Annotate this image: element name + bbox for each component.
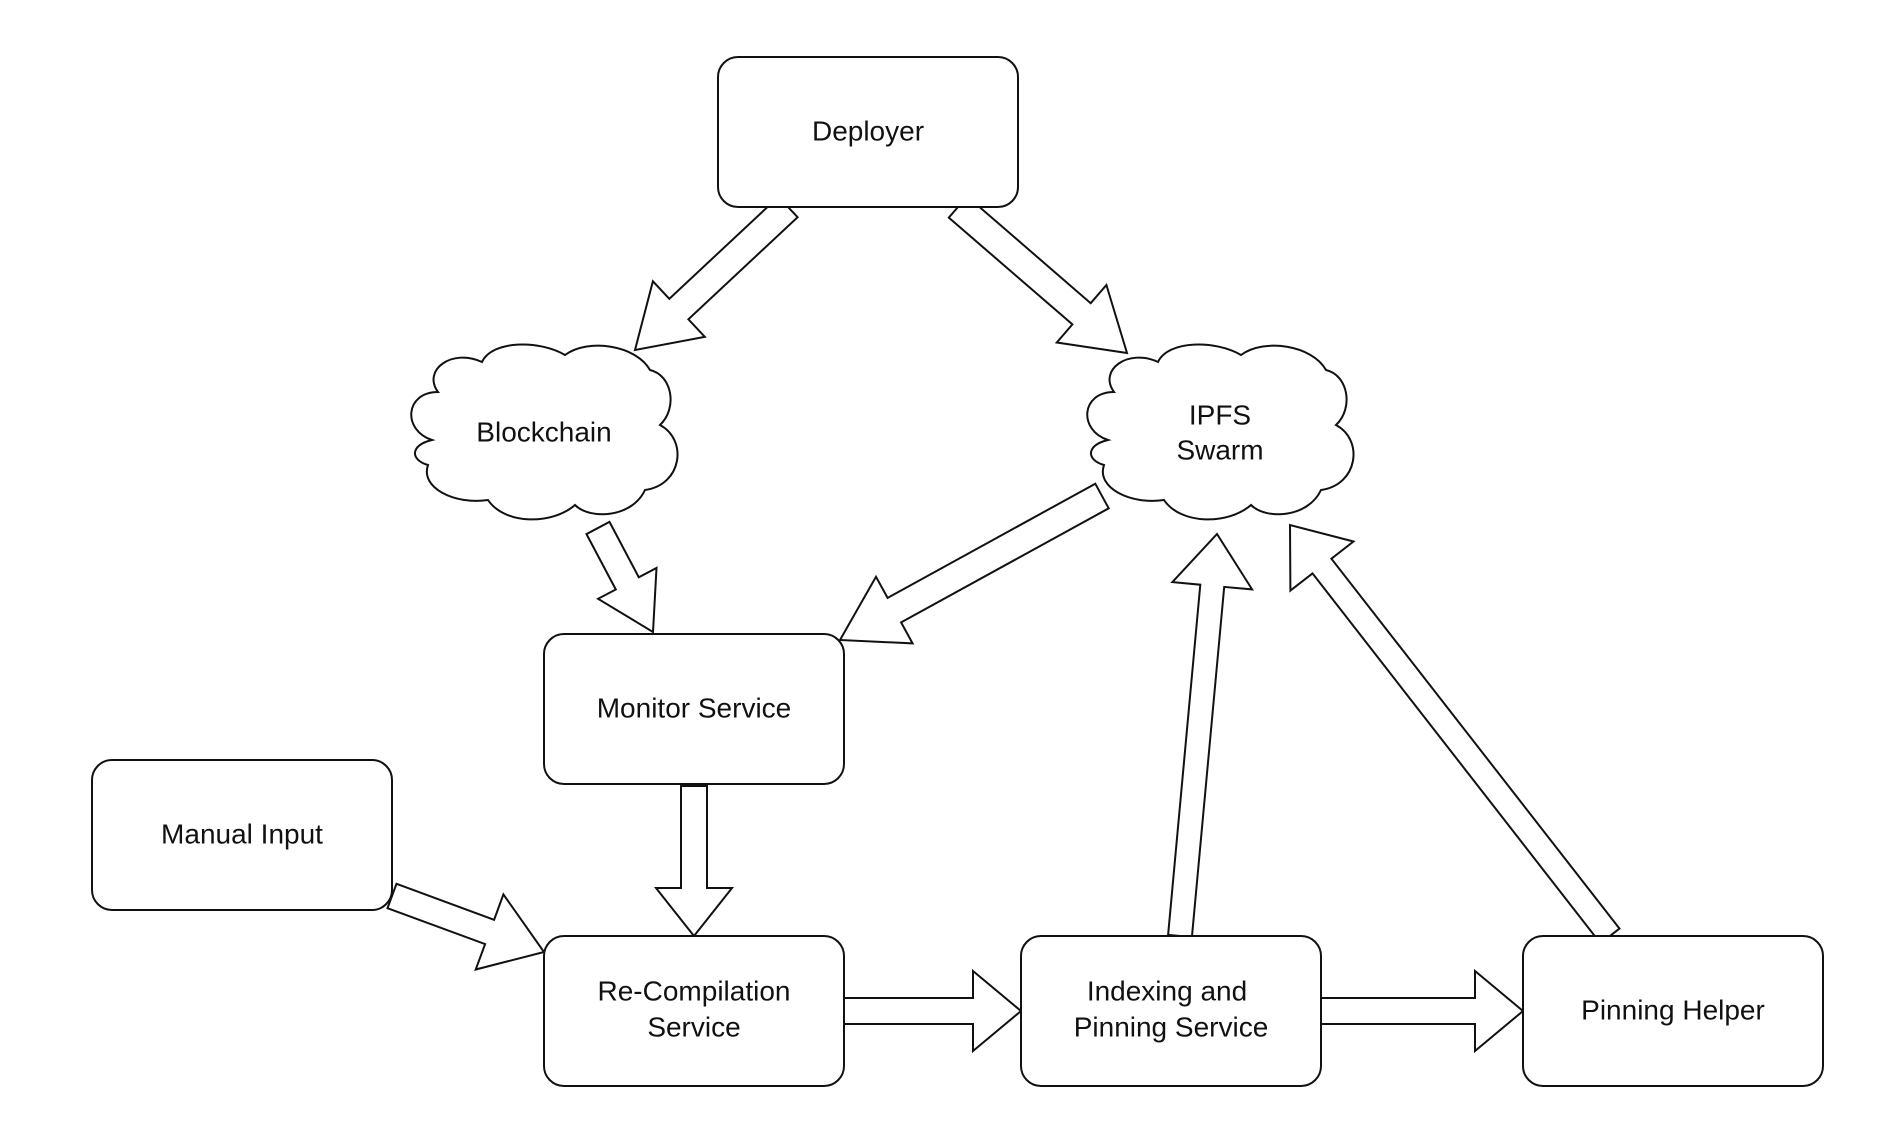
node-pinning-helper-box	[1522, 935, 1824, 1087]
node-monitor-service[interactable]: Monitor Service	[543, 633, 845, 785]
arrow-deployer-to-blockchain	[633, 195, 800, 352]
arrow-ipfs-to-monitor	[838, 482, 1111, 645]
node-ipfs-swarm-outline	[1086, 343, 1355, 521]
arrows-layer	[386, 194, 1621, 1054]
node-monitor-service-label: Monitor Service	[597, 692, 792, 723]
node-ipfs-swarm-label-line2: Swarm	[1176, 434, 1263, 465]
node-pinning-helper-label: Pinning Helper	[1581, 994, 1765, 1025]
node-deployer-box	[717, 56, 1019, 208]
arrow-manual-to-recompilation	[386, 882, 546, 971]
node-recompilation-service-label-line2: Service	[647, 1011, 740, 1042]
node-recompilation-service-box	[543, 935, 845, 1087]
node-recompilation-service[interactable]: Re-Compilation Service	[543, 935, 845, 1087]
node-blockchain-outline	[410, 343, 679, 521]
arrow-recompilation-to-indexing	[843, 968, 1023, 1054]
node-manual-input-label: Manual Input	[161, 818, 323, 849]
node-manual-input[interactable]: Manual Input	[91, 759, 393, 911]
node-indexing-pinning-service-label-line1: Indexing and	[1087, 975, 1247, 1006]
node-ipfs-swarm[interactable]: IPFS Swarm	[1086, 343, 1355, 521]
node-indexing-pinning-service-label-line2: Pinning Service	[1074, 1011, 1269, 1042]
arrow-monitor-to-recompilation	[653, 785, 735, 938]
node-deployer-label: Deployer	[812, 115, 924, 146]
arrow-indexing-to-pinning-helper	[1320, 968, 1525, 1054]
node-monitor-service-box	[543, 633, 845, 785]
node-pinning-helper[interactable]: Pinning Helper	[1522, 935, 1824, 1087]
node-deployer[interactable]: Deployer	[717, 56, 1019, 208]
arrow-deployer-to-ipfs-swarm	[947, 194, 1129, 355]
node-indexing-pinning-service[interactable]: Indexing and Pinning Service	[1020, 935, 1322, 1087]
node-blockchain[interactable]: Blockchain	[410, 343, 679, 521]
arrow-blockchain-to-monitor	[585, 520, 658, 634]
node-ipfs-swarm-label-line1: IPFS	[1189, 399, 1251, 430]
arrow-pinning-helper-to-ipfs-swarm	[1288, 523, 1621, 945]
node-recompilation-service-label-line1: Re-Compilation	[598, 975, 791, 1006]
arrow-indexing-to-ipfs-swarm	[1167, 532, 1255, 939]
node-blockchain-label: Blockchain	[476, 416, 611, 447]
node-indexing-pinning-service-box	[1020, 935, 1322, 1087]
node-manual-input-box	[91, 759, 393, 911]
